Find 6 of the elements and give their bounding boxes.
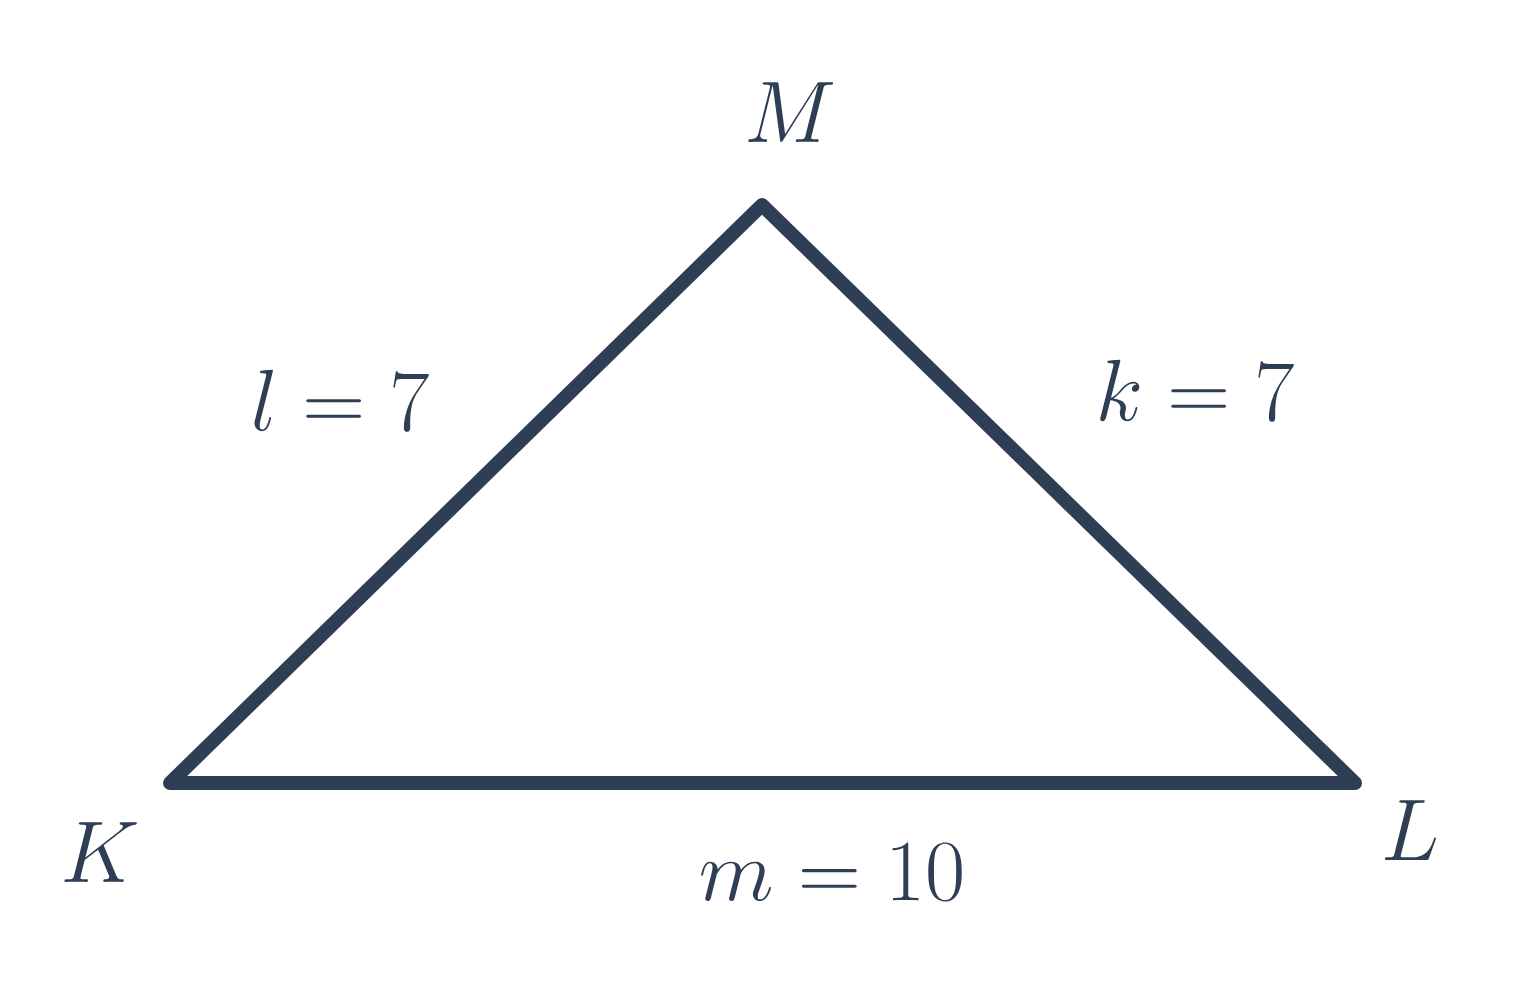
math-label: $l = 7$	[254, 369, 429, 432]
math-label: $K$	[64, 822, 137, 882]
math-label: $L$	[1384, 800, 1437, 860]
math-label: $M$	[748, 82, 834, 142]
math-label: $m = 10$	[701, 842, 962, 902]
math-label: $k = 7$	[1100, 359, 1294, 422]
